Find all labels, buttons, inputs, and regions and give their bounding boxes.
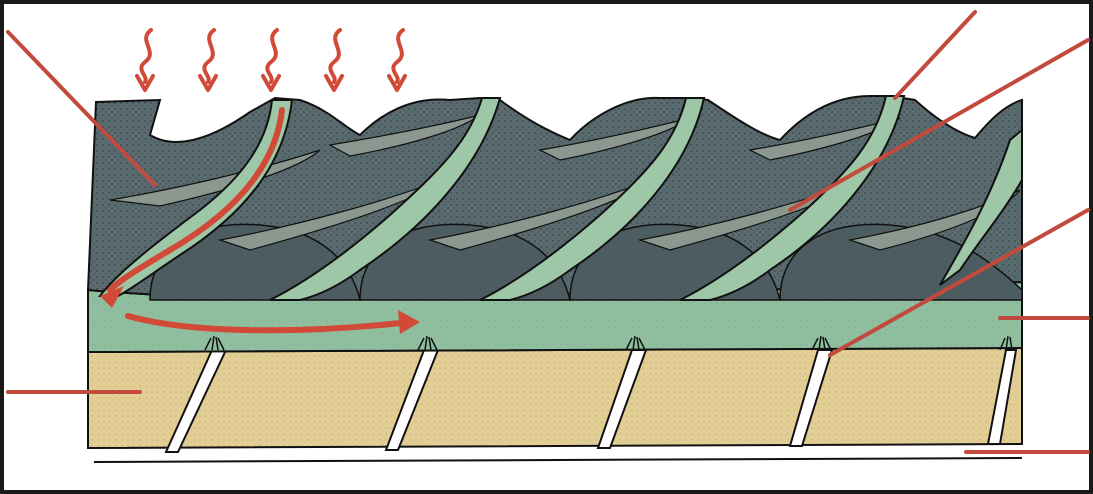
wavy-down-arrow-icon xyxy=(389,30,405,90)
wavy-down-arrow-icon xyxy=(326,30,342,90)
base-line xyxy=(94,458,1022,462)
wavy-down-arrow-icon xyxy=(200,30,216,90)
wavy-down-arrow-icon xyxy=(137,30,153,90)
bone-layer xyxy=(88,348,1022,452)
heat-arrows xyxy=(137,30,405,90)
wavy-down-arrow-icon xyxy=(263,30,279,90)
pointer-line xyxy=(895,12,975,98)
